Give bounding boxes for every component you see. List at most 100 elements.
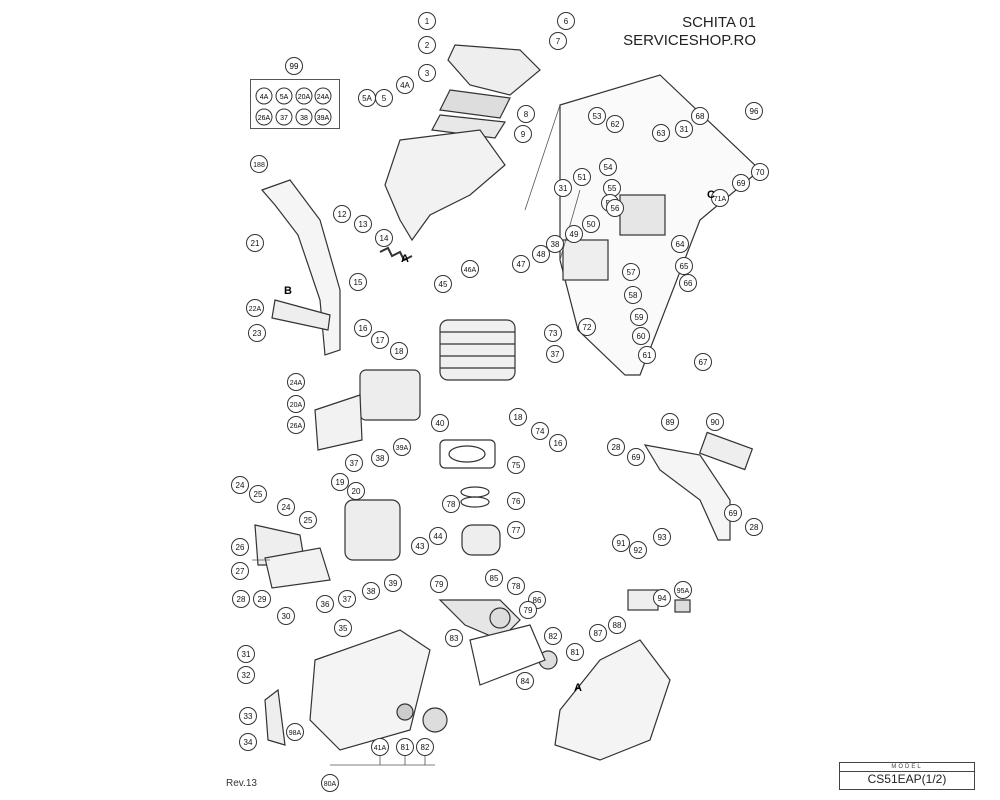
callout-number: 43 [416, 542, 425, 551]
reference-letter: C [707, 189, 715, 201]
diagram-title: SCHITA 01 [682, 14, 756, 31]
callout-number: 32 [242, 671, 251, 680]
callout-bubble [384, 574, 402, 592]
callout-bubble [671, 235, 689, 253]
callout-number: 89 [666, 418, 675, 427]
kit-item-bubble [295, 108, 313, 126]
callout-number: 26 [236, 543, 245, 552]
callout-bubble [485, 569, 503, 587]
callout-number: 18 [514, 413, 523, 422]
callout-bubble [711, 189, 729, 207]
kit-item-bubble [314, 87, 332, 105]
callout-number: 36 [321, 600, 330, 609]
revision-label: Rev.13 [226, 778, 257, 789]
callout-number: 69 [729, 509, 738, 518]
callout-number: 38 [551, 240, 560, 249]
callout-number: 54 [604, 163, 613, 172]
callout-number: 78 [512, 582, 521, 591]
callout-number: 17 [376, 336, 385, 345]
callout-number: 25 [254, 490, 263, 499]
callout-bubble [246, 234, 264, 252]
reference-letter: A [401, 253, 409, 265]
callout-number: 3 [425, 69, 430, 78]
callout-bubble [606, 115, 624, 133]
callout-number: 90 [711, 418, 720, 427]
callout-number: 16 [359, 324, 368, 333]
callout-number: 72 [583, 323, 592, 332]
callout-number: 12 [338, 210, 347, 219]
callout-number: 48 [537, 250, 546, 259]
kit-item: 5A [280, 94, 289, 101]
callout-bubble [652, 124, 670, 142]
callout-bubble [418, 64, 436, 82]
callout-bubble [287, 395, 305, 413]
callout-number: 55 [608, 184, 617, 193]
callout-bubble [338, 590, 356, 608]
callout-number: 57 [627, 268, 636, 277]
callout-number: 50 [587, 220, 596, 229]
kit-item-bubble [255, 87, 273, 105]
callout-bubble [375, 229, 393, 247]
callout-number: 28 [237, 595, 246, 604]
callout-number: 19 [336, 478, 345, 487]
cylinder-cover-shape [384, 129, 506, 242]
callout-number: 96 [750, 107, 759, 116]
callout-bubble [694, 353, 712, 371]
callout-number: 62 [611, 120, 620, 129]
callout-bubble [516, 672, 534, 690]
callout-number: 75 [512, 461, 521, 470]
callout-number: 5A [362, 94, 372, 103]
callout-bubble [507, 492, 525, 510]
callout-number: 64 [676, 240, 685, 249]
callout-bubble [354, 319, 372, 337]
spring-shape [379, 246, 413, 262]
callout-number: 27 [236, 567, 245, 576]
callout-bubble [632, 327, 650, 345]
callout-bubble [316, 595, 334, 613]
callout-bubble [416, 738, 434, 756]
model-label: MODEL [840, 764, 974, 772]
callout-bubble [724, 504, 742, 522]
muffler-shape [359, 369, 421, 421]
callout-number: 58 [629, 291, 638, 300]
callout-number: 20 [352, 487, 361, 496]
callout-bubble [732, 174, 750, 192]
callout-bubble [622, 263, 640, 281]
callout-number: 69 [632, 453, 641, 462]
callout-number: 38 [376, 454, 385, 463]
air-filter-shape [439, 89, 511, 119]
callout-number: 24A [290, 380, 303, 387]
callout-bubble [549, 32, 567, 50]
callout-number: 60 [637, 332, 646, 341]
callout-number: 28 [612, 443, 621, 452]
callout-number: 23 [253, 329, 262, 338]
crankcase-right-shape [554, 639, 671, 761]
callout-bubble [321, 774, 339, 792]
cylinder-gasket-shape [439, 439, 496, 469]
crankcase-gasket-shape [469, 624, 546, 686]
kit-number-bubble [285, 57, 303, 75]
callout-bubble [333, 205, 351, 223]
callout-bubble [606, 199, 624, 217]
callout-number: 49 [570, 230, 579, 239]
callout-bubble [588, 107, 606, 125]
callout-number: 88 [613, 621, 622, 630]
callout-number: 18 [395, 347, 404, 356]
callout-bubble [362, 582, 380, 600]
callout-number: 44 [434, 532, 443, 541]
callout-number: 94 [658, 594, 667, 603]
callout-bubble [661, 413, 679, 431]
callout-number: 92 [634, 546, 643, 555]
callout-number: 69 [737, 179, 746, 188]
callout-bubble [371, 331, 389, 349]
callout-number: 61 [643, 351, 652, 360]
callout-bubble [249, 485, 267, 503]
crankcase-left-shape [309, 629, 431, 751]
callout-bubble [582, 215, 600, 233]
piston-rings-shape [460, 486, 490, 498]
callout-bubble [239, 733, 257, 751]
kit-item-bubble [255, 108, 273, 126]
callout-bubble [544, 627, 562, 645]
callout-number: 41A [374, 745, 387, 752]
